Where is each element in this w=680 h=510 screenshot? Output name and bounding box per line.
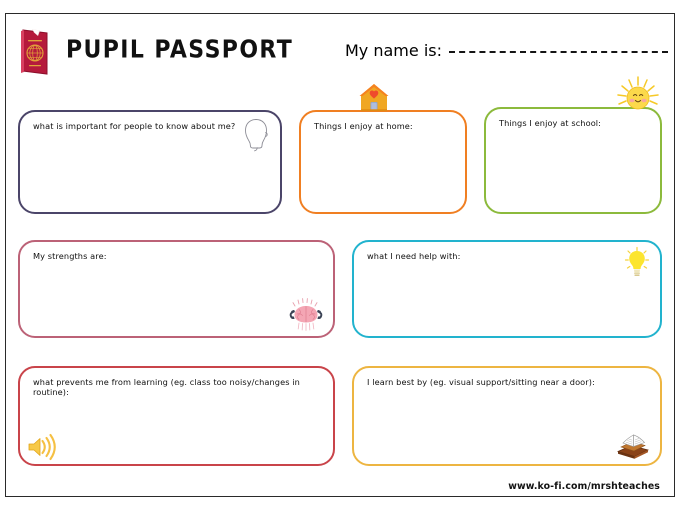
- passport-book-icon: [18, 27, 52, 77]
- box-what-prevents-learning[interactable]: what prevents me from learning (eg. clas…: [18, 366, 335, 466]
- box-what-i-need-help-with[interactable]: what I need help with:: [352, 240, 662, 338]
- sound-waves-icon: [24, 430, 58, 462]
- page-title: PUPIL PASSPORT: [66, 36, 294, 64]
- name-input-line[interactable]: [449, 51, 668, 53]
- box-label-things-enjoy-school: Things I enjoy at school:: [499, 118, 602, 128]
- name-field-label: My name is:: [345, 41, 442, 60]
- books-icon: [614, 428, 652, 460]
- flexing-brain-icon: [286, 297, 326, 333]
- box-things-enjoy-home[interactable]: Things I enjoy at home:: [299, 110, 467, 214]
- box-label-what-prevents-learning: what prevents me from learning (eg. clas…: [33, 377, 300, 398]
- footer-url[interactable]: www.ko-fi.com/mrshteaches: [508, 481, 660, 492]
- name-field-row: My name is:: [345, 41, 668, 60]
- box-label-what-is-important: what is important for people to know abo…: [33, 121, 236, 131]
- box-what-is-important[interactable]: what is important for people to know abo…: [18, 110, 282, 214]
- box-my-strengths[interactable]: My strengths are:: [18, 240, 335, 338]
- worksheet-header: PUPIL PASSPORT My name is:: [0, 0, 680, 88]
- box-things-enjoy-school[interactable]: Things I enjoy at school:: [484, 107, 662, 214]
- box-label-what-i-need-help-with: what I need help with:: [367, 251, 461, 261]
- box-label-things-enjoy-home: Things I enjoy at home:: [314, 121, 413, 131]
- box-label-my-strengths: My strengths are:: [33, 251, 107, 261]
- box-label-i-learn-best-by: I learn best by (eg. visual support/sitt…: [367, 377, 595, 387]
- box-i-learn-best-by[interactable]: I learn best by (eg. visual support/sitt…: [352, 366, 662, 466]
